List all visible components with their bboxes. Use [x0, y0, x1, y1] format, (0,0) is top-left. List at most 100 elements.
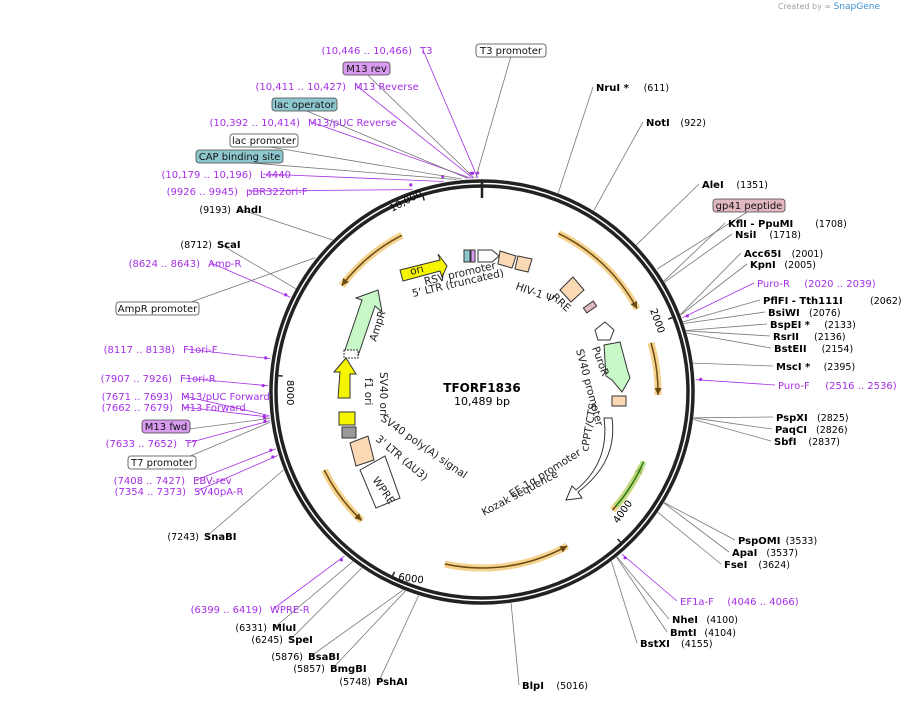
primer-name: M13 Forward — [181, 403, 246, 414]
primer-site[interactable]: M13 Reverse(10,411 .. 10,427) — [256, 82, 419, 93]
primer-site[interactable]: M13/pUC Forward(7671 .. 7693) — [102, 392, 270, 403]
primer-mark — [699, 377, 703, 381]
f1-ori-feature[interactable] — [332, 357, 357, 399]
restriction-site[interactable]: NsiI(1718) — [735, 230, 801, 241]
feature-box — [115, 301, 200, 316]
primer-site[interactable]: Puro-F(2516 .. 2536) — [778, 381, 897, 392]
restriction-site[interactable]: BsaBI(5876) — [271, 652, 339, 663]
primer-name: Puro-F — [778, 381, 810, 392]
restriction-site[interactable]: BstEII(2154) — [774, 344, 853, 355]
primer-site[interactable]: EBV-rev(7408 .. 7427) — [114, 476, 232, 487]
orf-arrowhead — [630, 300, 638, 309]
restriction-site[interactable]: FseI(3624) — [724, 560, 790, 571]
primer-coord: (10,446 .. 10,466) — [322, 46, 413, 57]
site-name: RsrII — [773, 332, 799, 343]
primer-site[interactable]: EF1a-F(4046 .. 4066) — [680, 597, 799, 608]
restriction-site[interactable]: AhdI(9193) — [199, 205, 261, 216]
restriction-site[interactable]: PspOMI(3533) — [738, 536, 817, 547]
restriction-site[interactable]: ScaI(8712) — [180, 240, 240, 251]
restriction-site[interactable]: BspEI *(2133) — [770, 320, 856, 331]
primer-leader-line — [185, 348, 271, 360]
restriction-site[interactable]: BstXI(4155) — [640, 639, 713, 650]
restriction-site[interactable]: BmgBI(5857) — [293, 664, 366, 675]
primer-site[interactable]: SV40pA-R(7354 .. 7373) — [115, 487, 244, 498]
primer-name: pBR322ori-F — [246, 187, 308, 198]
site-coord: (3533) — [786, 536, 818, 547]
primer-site[interactable]: M13/pUC Reverse(10,392 .. 10,414) — [210, 118, 397, 129]
primer-site[interactable]: Amp-R(8624 .. 8643) — [129, 259, 242, 270]
primer-site[interactable]: L4440(10,179 .. 10,196) — [162, 170, 292, 181]
site-coord: (2825) — [817, 413, 849, 424]
feature-label-box[interactable]: AmpR promoter — [115, 301, 200, 316]
primer-site[interactable]: WPRE-R(6399 .. 6419) — [191, 605, 310, 616]
restriction-site[interactable]: MscI *(2395) — [776, 362, 855, 373]
restriction-site[interactable]: NruI *(611) — [596, 83, 669, 94]
restriction-site[interactable]: KpnI(2005) — [750, 260, 816, 271]
primer-site[interactable]: Puro-R(2020 .. 2039) — [757, 279, 876, 290]
site-name: AhdI — [236, 205, 262, 216]
feature-label-box[interactable]: T3 promoter — [475, 43, 547, 58]
ori-feature[interactable] — [399, 253, 448, 282]
orf-arrowhead — [654, 387, 662, 395]
primer-site[interactable]: F1ori-F(8117 .. 8138) — [104, 345, 218, 356]
restriction-site[interactable]: Acc65I(2001) — [744, 249, 823, 260]
rre-feature[interactable] — [559, 276, 585, 303]
wpre-feature[interactable] — [359, 455, 401, 509]
restriction-site[interactable]: KflI - PpuMI(1708) — [728, 219, 847, 230]
feature-label-box[interactable]: lac operator — [271, 97, 338, 112]
restriction-site[interactable]: PspXI(2825) — [776, 413, 849, 424]
feature-leader-line — [475, 55, 512, 179]
tick-label: 2000 — [647, 307, 666, 335]
restriction-site[interactable]: BsiWI(2076) — [768, 308, 841, 319]
feature-label-box[interactable]: T7 promoter — [127, 455, 197, 470]
primer-site[interactable]: pBR322ori-F(9926 .. 9945) — [167, 187, 308, 198]
feature-label-box[interactable]: CAP binding site — [195, 149, 284, 164]
restriction-site[interactable]: BmtI(4104) — [670, 628, 736, 639]
primer-leader-line — [187, 420, 271, 444]
primer-site[interactable]: M13 Forward(7662 .. 7679) — [102, 403, 246, 414]
feature-label-box[interactable]: gp41 peptide — [712, 198, 786, 213]
orf-arc — [558, 232, 638, 310]
restriction-site[interactable]: MluI(6331) — [235, 623, 296, 634]
restriction-site[interactable]: RsrII(2136) — [773, 332, 846, 343]
primer-site[interactable]: F1ori-R(7907 .. 7926) — [101, 374, 216, 385]
m13rev-feature — [470, 249, 476, 263]
restriction-site[interactable]: PflFI - Tth111I(2062) — [763, 296, 902, 307]
primer-leader-line — [183, 406, 270, 418]
site-coord: (1708) — [815, 219, 847, 230]
orf-glow — [321, 468, 365, 524]
primer-name: M13/pUC Reverse — [308, 118, 397, 129]
restriction-site[interactable]: SpeI(6245) — [251, 635, 312, 646]
restriction-site[interactable]: ApaI(3537) — [732, 548, 798, 559]
outer-labels: NruI *(611) NotI(922) AleI(1351) KflI - Ppu… — [101, 43, 902, 692]
primer-site[interactable]: T7(7633 .. 7652) — [106, 439, 198, 450]
site-coord: (5748) — [339, 677, 371, 688]
site-leader-line — [664, 233, 733, 283]
restriction-site[interactable]: BlpI(5016) — [522, 681, 588, 692]
restriction-site[interactable]: SnaBI(7243) — [167, 532, 236, 543]
restriction-site[interactable]: PaqCI(2826) — [775, 425, 848, 436]
site-name: BmtI — [670, 628, 697, 639]
restriction-site[interactable]: PshAI(5748) — [339, 677, 407, 688]
puror-feature[interactable] — [603, 341, 631, 393]
ef1a-promoter-feature[interactable] — [565, 417, 614, 501]
site-leader-line — [657, 511, 722, 565]
feature-label-box[interactable]: M13 rev — [342, 61, 391, 76]
3ltr-feature[interactable] — [349, 435, 375, 467]
restriction-site[interactable]: NheI(4100) — [672, 615, 738, 626]
feature-label-box[interactable]: lac promoter — [229, 133, 299, 148]
site-name: BmgBI — [330, 664, 367, 675]
restriction-site[interactable]: SbfI(2837) — [774, 437, 840, 448]
site-leader-line — [310, 589, 404, 657]
restriction-site[interactable]: AleI(1351) — [702, 180, 768, 191]
sv40-ori-label: SV40 ori — [377, 372, 389, 416]
feature-label-box[interactable]: M13 fwd — [141, 419, 191, 434]
site-coord: (5876) — [271, 652, 303, 663]
site-coord: (2005) — [784, 260, 816, 271]
restriction-site[interactable]: NotI(922) — [646, 118, 706, 129]
primer-site[interactable]: T3(10,446 .. 10,466) — [322, 46, 433, 57]
site-name: NheI — [672, 615, 698, 626]
ampr-feature[interactable] — [344, 289, 383, 357]
site-coord: (7243) — [167, 532, 199, 543]
site-name: AleI — [702, 180, 724, 191]
